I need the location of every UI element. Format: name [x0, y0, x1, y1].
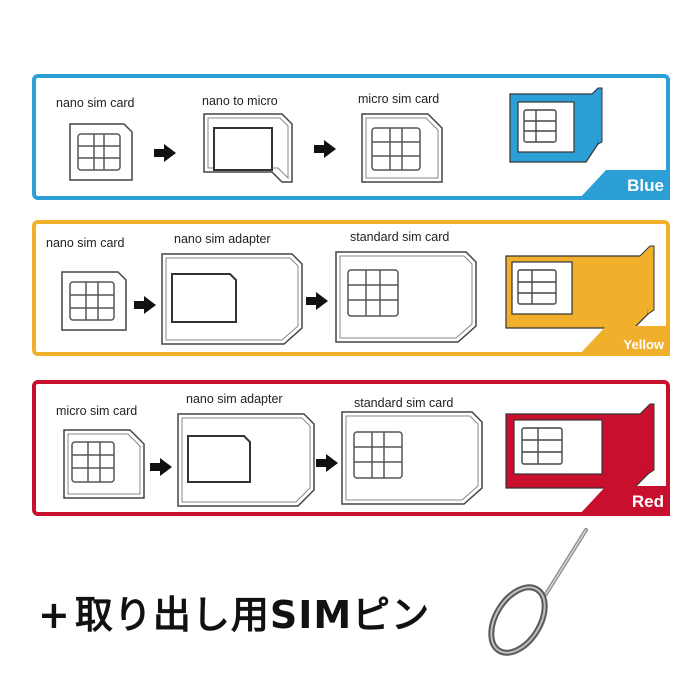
arrow-right-icon [150, 458, 172, 476]
step-label-1: nano sim card [56, 96, 135, 110]
arrow-right-icon [314, 140, 336, 158]
footer-caption: +取り出し用SIMピン [38, 584, 430, 639]
yellow-adapter-image [505, 245, 655, 329]
red-adapter-image [505, 403, 655, 489]
standard-sim-card-image [335, 251, 477, 343]
sim-chip-icon [523, 109, 557, 143]
sim-ejector-pin-icon [488, 528, 588, 656]
color-badge-label: Red [631, 492, 664, 511]
step-label-2: nano sim adapter [186, 392, 283, 406]
panel-yellow: nano sim card nano sim adapter standard … [32, 220, 670, 356]
step-label-2: nano to micro [202, 94, 278, 108]
sim-chip-icon [77, 133, 121, 171]
blue-adapter-image [509, 87, 603, 163]
arrow-right-icon [316, 454, 338, 472]
step-label-1: micro sim card [56, 404, 138, 418]
color-badge-label: Yellow [623, 337, 664, 352]
color-badge: Blue [578, 170, 670, 200]
sim-chip-icon [353, 431, 403, 479]
sim-chip-icon [521, 427, 563, 465]
micro-sim-card-image [63, 429, 145, 499]
arrow-right-icon [134, 296, 156, 314]
nano-to-micro-adapter-image [203, 113, 293, 183]
panel-red: micro sim card nano sim adapter standard… [32, 380, 670, 516]
step-label-1: nano sim card [46, 236, 125, 250]
micro-sim-card-image [361, 113, 443, 183]
nano-sim-adapter-image [177, 413, 315, 507]
arrow-right-icon [306, 292, 328, 310]
step-label-2: nano sim adapter [174, 232, 271, 246]
color-badge-label: Blue [627, 176, 664, 195]
footer-text: 取り出し用SIMピン [74, 593, 431, 637]
sim-chip-icon [517, 269, 557, 305]
panel-blue: nano sim card nano to micro micro sim ca… [32, 74, 670, 200]
step-label-3: micro sim card [358, 92, 440, 106]
step-label-3: standard sim card [354, 396, 454, 410]
sim-chip-icon [347, 269, 399, 317]
nano-sim-card-image [69, 123, 133, 181]
standard-sim-card-image [341, 411, 483, 505]
nano-sim-card-image [61, 271, 127, 331]
nano-sim-adapter-image [161, 253, 303, 345]
arrow-right-icon [154, 144, 176, 162]
step-label-3: standard sim card [350, 230, 450, 244]
plus-sign: + [38, 593, 71, 637]
sim-chip-icon [69, 281, 115, 321]
sim-chip-icon [71, 441, 115, 483]
sim-chip-icon [371, 127, 421, 171]
